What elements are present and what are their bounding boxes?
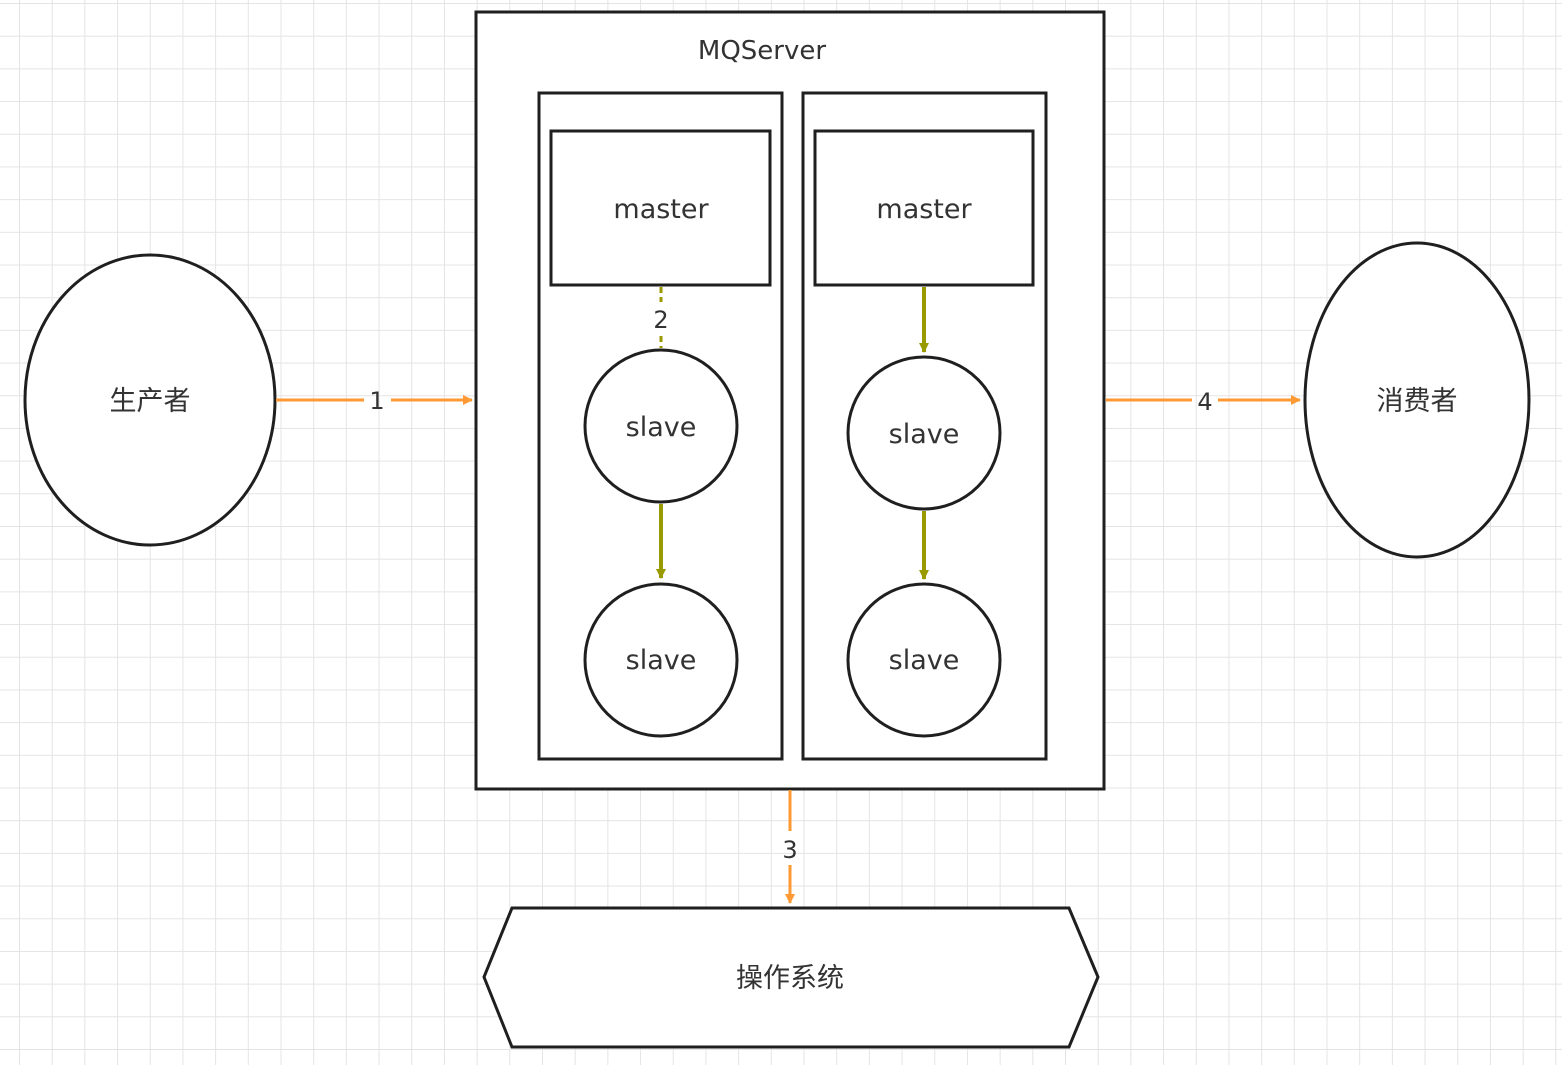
slave-label-left-2: slave bbox=[626, 645, 697, 676]
edge-label-2: 2 bbox=[653, 306, 668, 334]
cluster-left[interactable]: master slave slave bbox=[537, 91, 784, 761]
slave-node-right-2[interactable]: slave bbox=[846, 582, 1002, 738]
slave-node-left-1[interactable]: slave bbox=[583, 348, 739, 504]
slave-node-left-2[interactable]: slave bbox=[583, 582, 739, 738]
edge-producer-to-server: 1 bbox=[276, 387, 473, 415]
cluster-right[interactable]: master slave slave bbox=[801, 91, 1048, 761]
master-label-right: master bbox=[876, 194, 972, 225]
os-label: 操作系统 bbox=[736, 963, 844, 994]
mqserver-title: MQServer bbox=[698, 36, 826, 66]
edge-label-4: 4 bbox=[1197, 388, 1212, 416]
edge-server-to-consumer: 4 bbox=[1106, 388, 1301, 416]
slave-node-right-1[interactable]: slave bbox=[846, 355, 1002, 511]
master-node-left[interactable]: master bbox=[549, 129, 772, 287]
master-label-left: master bbox=[613, 194, 709, 225]
slave-label-left-1: slave bbox=[626, 412, 697, 443]
edge-left-master-to-slave: 2 bbox=[653, 287, 669, 348]
edge-label-3: 3 bbox=[782, 836, 797, 864]
consumer-label: 消费者 bbox=[1377, 386, 1458, 417]
edge-server-to-os: 3 bbox=[782, 790, 798, 904]
slave-label-right-1: slave bbox=[889, 419, 960, 450]
consumer-node[interactable]: 消费者 bbox=[1303, 241, 1531, 559]
master-node-right[interactable]: master bbox=[813, 129, 1035, 287]
producer-label: 生产者 bbox=[110, 386, 191, 417]
edge-label-1: 1 bbox=[369, 387, 384, 415]
os-node[interactable]: 操作系统 bbox=[482, 906, 1100, 1049]
producer-node[interactable]: 生产者 bbox=[23, 253, 277, 547]
slave-label-right-2: slave bbox=[889, 645, 960, 676]
